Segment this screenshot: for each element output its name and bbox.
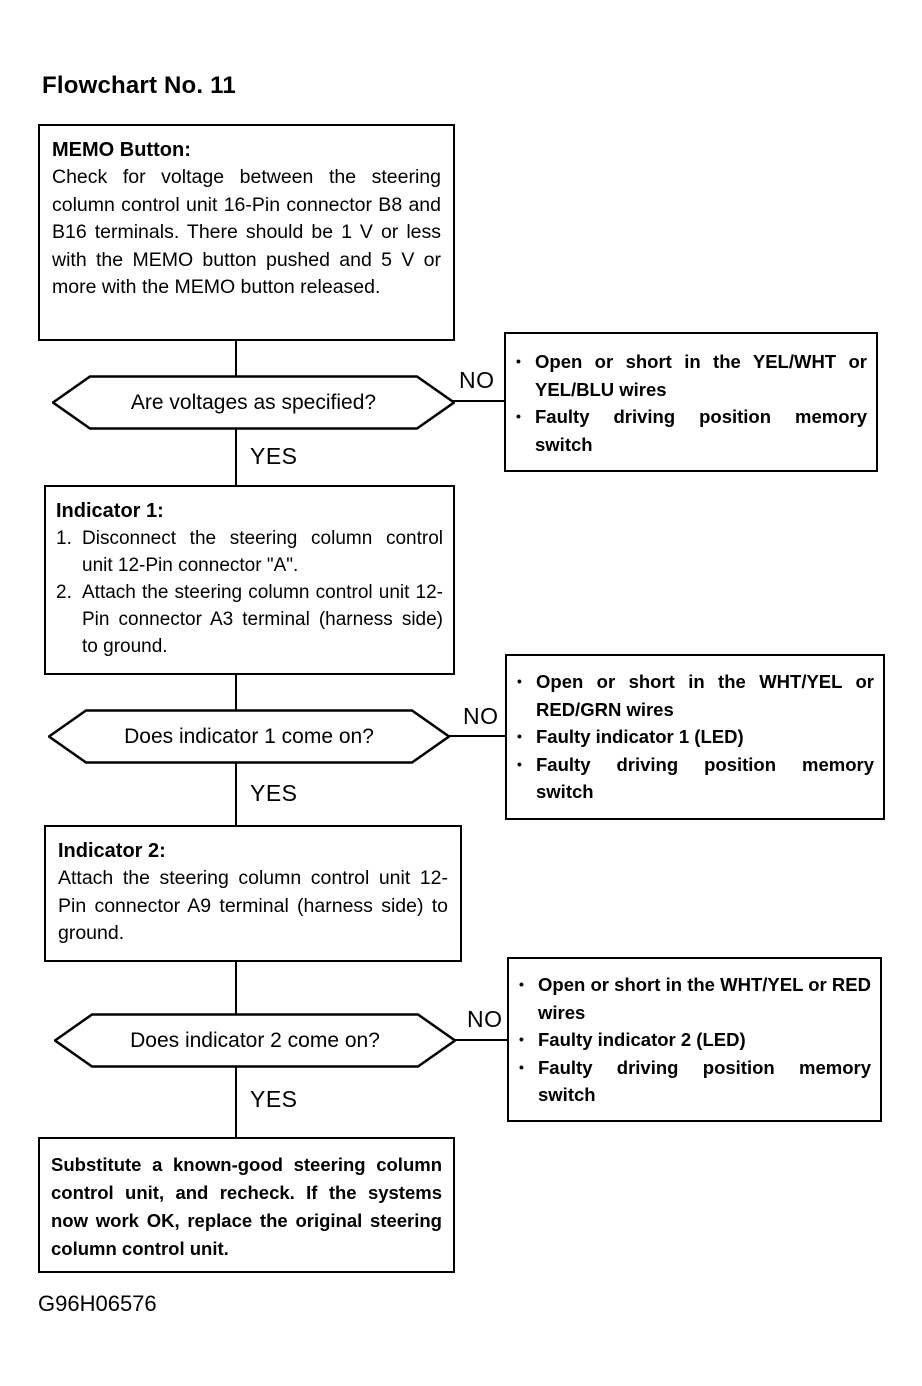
connector-decision2-no xyxy=(448,735,505,737)
decision-indicator1-question: Does indicator 1 come on? xyxy=(124,724,374,748)
cause-text: Faulty driving position memory switch xyxy=(538,1056,871,1106)
bullet-icon xyxy=(519,1026,538,1054)
connector-indicator1-to-decision2 xyxy=(235,673,237,711)
connector-decision2-yes xyxy=(235,762,237,826)
yes-edge-label-3: YES xyxy=(250,1086,298,1112)
instruction-item: 2. Attach the steering column control un… xyxy=(56,579,443,660)
bullet-icon xyxy=(517,723,536,751)
result-box-indicator1: Open or short in the WHT/YEL or RED/GRN … xyxy=(505,654,885,820)
step-indicator2-heading: Indicator 2: xyxy=(58,840,166,862)
yes-edge-label-2: YES xyxy=(250,780,298,806)
cause-item: Faulty indicator 1 (LED) xyxy=(517,723,874,751)
cause-text: Faulty indicator 1 (LED) xyxy=(536,726,744,747)
step-memo-body: Check for voltage between the steering c… xyxy=(52,166,441,298)
bullet-icon xyxy=(519,1054,538,1109)
cause-text: Open or short in the WHT/YEL or RED wire… xyxy=(538,974,871,1023)
step-indicator2-body: Attach the steering column control unit … xyxy=(58,867,448,944)
cause-text: Open or short in the WHT/YEL or RED/GRN … xyxy=(536,671,874,720)
yes-edge-label-1: YES xyxy=(250,443,298,469)
bullet-icon xyxy=(516,348,535,403)
cause-text: Faulty driving position memory switch xyxy=(535,406,867,455)
step-indicator1-heading: Indicator 1: xyxy=(56,500,164,522)
connector-indicator2-to-decision3 xyxy=(235,960,237,1015)
instruction-list-indicator1: 1. Disconnect the steering column contro… xyxy=(56,525,443,660)
connector-decision3-yes xyxy=(235,1066,237,1139)
connector-decision3-no xyxy=(453,1039,507,1041)
bullet-icon xyxy=(517,668,536,723)
connector-decision1-no xyxy=(452,400,506,402)
cause-item: Open or short in the WHT/YEL or RED wire… xyxy=(519,971,871,1026)
cause-item: Open or short in the WHT/YEL or RED/GRN … xyxy=(517,668,874,723)
instruction-text: Disconnect the steering column control u… xyxy=(82,528,443,576)
bullet-icon xyxy=(517,751,536,806)
cause-text: Faulty driving position memory switch xyxy=(536,753,874,803)
final-step-body: Substitute a known-good steering column … xyxy=(51,1154,442,1259)
result-box-indicator2: Open or short in the WHT/YEL or RED wire… xyxy=(507,957,882,1122)
cause-list-indicator1: Open or short in the WHT/YEL or RED/GRN … xyxy=(517,668,874,806)
step-box-memo-button: MEMO Button: Check for voltage between t… xyxy=(38,124,455,341)
cause-text: Open or short in the YEL/WHT or YEL/BLU … xyxy=(535,351,867,400)
instruction-text: Attach the steering column control unit … xyxy=(82,582,443,657)
page-title: Flowchart No. 11 xyxy=(42,72,236,99)
no-edge-label-1: NO xyxy=(459,367,495,393)
decision-voltages-question: Are voltages as specified? xyxy=(130,390,377,414)
connector-memo-to-decision1 xyxy=(235,340,237,377)
instruction-item: 1. Disconnect the steering column contro… xyxy=(56,525,443,579)
no-edge-label-3: NO xyxy=(467,1006,503,1032)
step-memo-heading: MEMO Button: xyxy=(52,139,191,161)
cause-list-voltages: Open or short in the YEL/WHT or YEL/BLU … xyxy=(516,348,867,458)
decision-indicator2-question: Does indicator 2 come on? xyxy=(130,1028,380,1052)
cause-list-indicator2: Open or short in the WHT/YEL or RED wire… xyxy=(519,971,871,1109)
final-box-substitute-unit: Substitute a known-good steering column … xyxy=(38,1137,455,1273)
cause-item: Faulty driving position memory switch xyxy=(516,403,867,458)
cause-item: Faulty driving position memory switch xyxy=(519,1054,871,1109)
figure-code: G96H06576 xyxy=(38,1291,157,1316)
cause-item: Faulty driving position memory switch xyxy=(517,751,874,806)
cause-item: Open or short in the YEL/WHT or YEL/BLU … xyxy=(516,348,867,403)
bullet-icon xyxy=(519,971,538,1026)
decision-voltages: Are voltages as specified? xyxy=(52,375,455,430)
no-edge-label-2: NO xyxy=(463,703,499,729)
cause-item: Faulty indicator 2 (LED) xyxy=(519,1026,871,1054)
decision-indicator1: Does indicator 1 come on? xyxy=(48,709,450,764)
result-box-voltages: Open or short in the YEL/WHT or YEL/BLU … xyxy=(504,332,878,472)
instruction-number: 2. xyxy=(56,582,72,603)
connector-decision1-yes xyxy=(235,428,237,487)
hexagon-shape xyxy=(52,375,455,430)
step-box-indicator1: Indicator 1: 1. Disconnect the steering … xyxy=(44,485,455,675)
step-box-indicator2: Indicator 2: Attach the steering column … xyxy=(44,825,462,962)
cause-text: Faulty indicator 2 (LED) xyxy=(538,1029,746,1050)
decision-indicator2: Does indicator 2 come on? xyxy=(54,1013,456,1068)
bullet-icon xyxy=(516,403,535,458)
instruction-number: 1. xyxy=(56,528,72,549)
